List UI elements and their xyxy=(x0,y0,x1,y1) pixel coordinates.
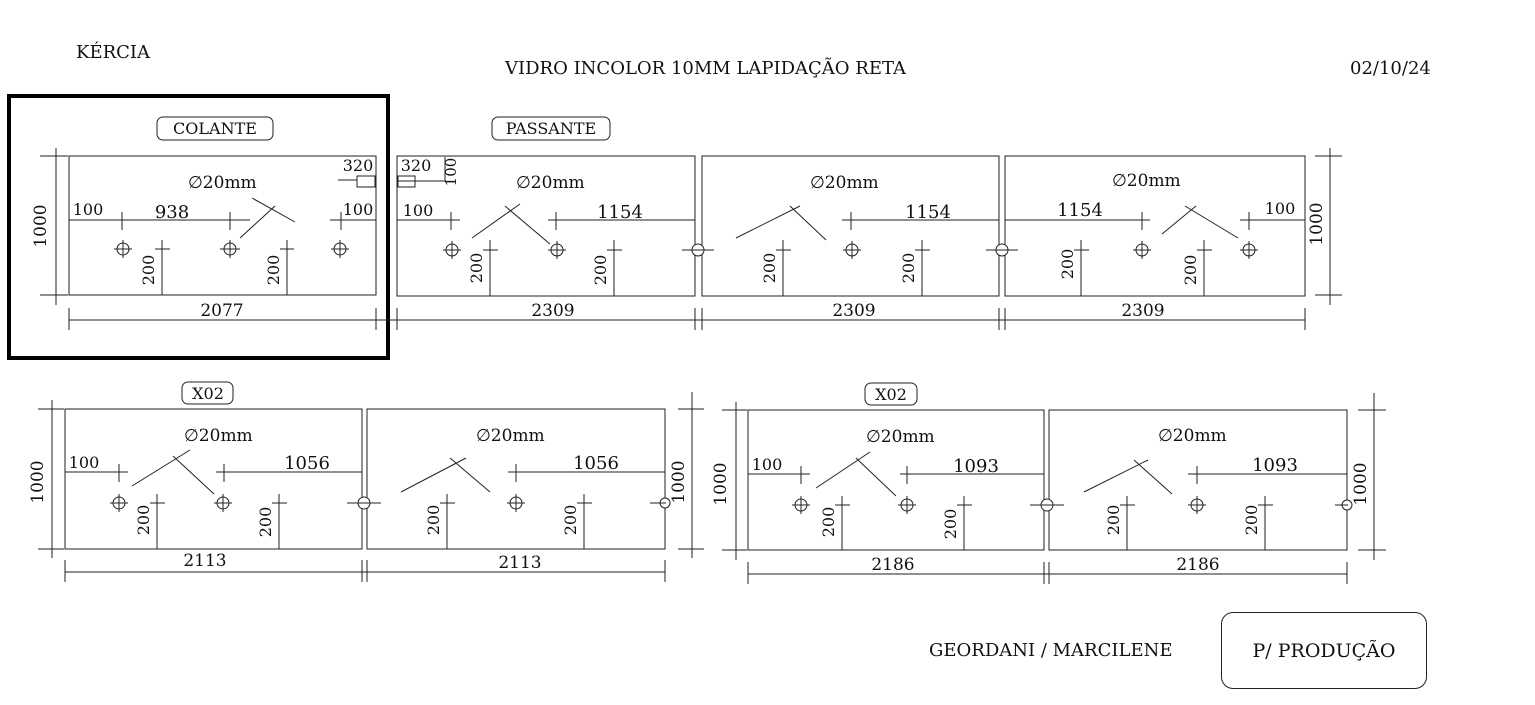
hole-height-dim: 200 xyxy=(760,253,779,284)
dim-passante-3-spacing: 1154 xyxy=(1057,200,1103,221)
hole-height-dim: 200 xyxy=(899,253,918,284)
panel-row2-b1 xyxy=(747,409,1045,551)
hole-icon xyxy=(843,241,861,259)
width-dim-row2-b1: 2186 xyxy=(871,555,914,575)
width-dim-row2-a1: 2113 xyxy=(183,551,226,571)
dim-passante-3-right-offset: 100 xyxy=(1265,199,1296,218)
hole-height-dim: 200 xyxy=(1058,249,1077,280)
half-hole-icon xyxy=(347,496,381,510)
hole-diameter-passante: ∅20mm xyxy=(516,173,585,193)
hole-icon xyxy=(214,494,232,512)
width-dim-row2-b2: 2186 xyxy=(1176,555,1219,575)
width-dim-passante-1: 2309 xyxy=(531,301,574,321)
hole-height-dim: 200 xyxy=(1242,505,1261,536)
hole-icon xyxy=(443,241,461,259)
panel-passante-3 xyxy=(1004,155,1306,297)
tag-x02-left-label: X02 xyxy=(192,384,224,403)
hole-height-dim: 200 xyxy=(941,509,960,540)
width-dim-row2-a2: 2113 xyxy=(498,553,541,573)
hole-height-dim: 200 xyxy=(139,255,158,286)
hole-height-dim: 200 xyxy=(1181,255,1200,286)
height-dim-colante: 1000 xyxy=(31,204,51,247)
hole-icon xyxy=(1133,241,1151,259)
dim-row2-a2-spacing: 1056 xyxy=(573,453,619,474)
half-hole-icon xyxy=(1030,498,1064,512)
hole-icon xyxy=(110,494,128,512)
client-name: KÉRCIA xyxy=(76,42,151,63)
height-dim-row2-b2: 1000 xyxy=(1351,462,1371,505)
hole-icon xyxy=(548,241,566,259)
height-dim-passante-3: 1000 xyxy=(1307,202,1327,245)
width-dim-colante: 2077 xyxy=(200,301,243,321)
half-hole-icon xyxy=(650,497,671,509)
tag-x02-right xyxy=(864,382,918,406)
hole-icon xyxy=(792,496,810,514)
hole-icon xyxy=(898,496,916,514)
panel-row2-b2 xyxy=(1048,409,1348,551)
responsible-names: GEORDANI / MARCILENE xyxy=(929,640,1173,661)
hole-height-dim: 200 xyxy=(1104,505,1123,536)
half-hole-icon xyxy=(682,243,714,257)
dim-row2-a1-spacing: 1056 xyxy=(284,453,330,474)
width-dim-passante-3: 2309 xyxy=(1121,301,1164,321)
hole-icon xyxy=(220,240,240,258)
tag-x02-right-label: X02 xyxy=(875,385,907,404)
notch-width-passante: 320 xyxy=(401,156,432,175)
dim-colante-spacing: 938 xyxy=(155,202,189,223)
hole-diameter-row2-a1: ∅20mm xyxy=(184,426,253,446)
dim-row2-b2-spacing: 1093 xyxy=(1252,455,1298,476)
height-dim-row2-b1: 1000 xyxy=(711,462,731,505)
hole-height-dim: 200 xyxy=(591,255,610,286)
drawing-title: VIDRO INCOLOR 10MM LAPIDAÇÃO RETA xyxy=(505,58,907,79)
panel-row2-a1 xyxy=(64,408,363,550)
tag-passante-label: PASSANTE xyxy=(506,119,596,138)
hole-icon xyxy=(331,240,349,258)
hole-icon xyxy=(1240,241,1258,259)
dim-row2-b1-left-offset: 100 xyxy=(752,455,783,474)
dim-row2-b1-spacing: 1093 xyxy=(953,456,999,477)
hole-diameter-passante-3: ∅20mm xyxy=(1112,171,1181,191)
height-dim-row2-a2: 1000 xyxy=(669,460,689,503)
hole-icon xyxy=(1188,496,1206,514)
hole-diameter-colante: ∅20mm xyxy=(188,173,257,193)
production-stamp-label: P/ PRODUÇÃO xyxy=(1252,639,1396,662)
dim-passante-left-offset: 100 xyxy=(403,201,434,220)
panel-passante-1 xyxy=(396,155,696,297)
colante-highlight-frame xyxy=(7,94,390,360)
panel-colante xyxy=(68,155,377,296)
dim-colante-right-offset: 100 xyxy=(343,200,374,219)
drawing-date: 02/10/24 xyxy=(1350,58,1431,79)
tag-x02-left xyxy=(181,381,234,405)
dim-row2-a1-left-offset: 100 xyxy=(69,453,100,472)
tag-colante-label: COLANTE xyxy=(173,119,257,138)
tag-colante xyxy=(156,116,274,141)
dim-passante-2-spacing: 1154 xyxy=(905,202,951,223)
height-dim-row2-a1: 1000 xyxy=(28,460,48,503)
tag-passante xyxy=(491,116,611,141)
half-hole-icon xyxy=(986,243,1018,257)
hole-height-dim: 200 xyxy=(819,507,838,538)
hole-icon xyxy=(507,494,525,512)
hole-diameter-passante-2: ∅20mm xyxy=(810,173,879,193)
hole-height-dim: 200 xyxy=(467,253,486,284)
production-stamp: P/ PRODUÇÃO xyxy=(1221,612,1427,689)
hole-diameter-row2-b2: ∅20mm xyxy=(1158,426,1227,446)
hole-diameter-row2-b1: ∅20mm xyxy=(866,427,935,447)
hole-height-dim: 200 xyxy=(134,505,153,536)
half-hole-icon xyxy=(1335,499,1353,511)
hole-icon xyxy=(114,240,132,258)
dim-colante-left-offset: 100 xyxy=(73,200,104,219)
dim-passante-spacing: 1154 xyxy=(597,202,643,223)
hole-height-dim: 200 xyxy=(256,507,275,538)
hole-height-dim: 200 xyxy=(561,505,580,536)
hole-height-dim: 200 xyxy=(264,255,283,286)
notch-height-passante: 100 xyxy=(442,158,460,187)
hole-height-dim: 200 xyxy=(424,505,443,536)
notch-width-colante: 320 xyxy=(343,156,374,175)
width-dim-passante-2: 2309 xyxy=(832,301,875,321)
hole-diameter-row2-a2: ∅20mm xyxy=(476,426,545,446)
